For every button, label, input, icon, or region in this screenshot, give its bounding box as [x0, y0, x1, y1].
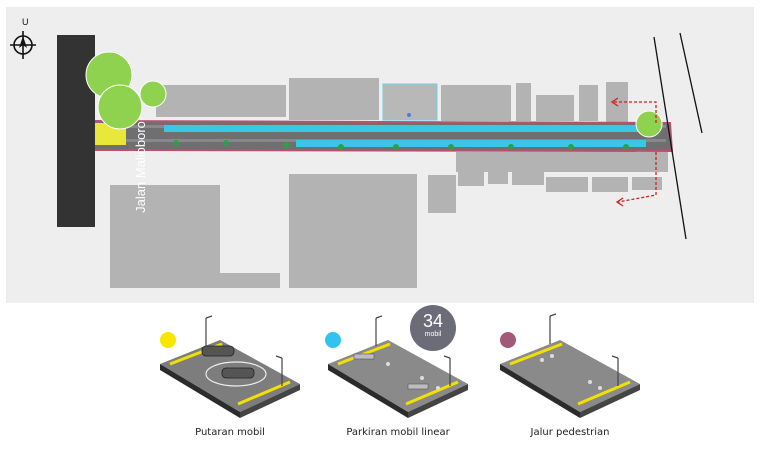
parking-count-badge: 34 mobil — [410, 305, 456, 351]
car-icon — [201, 345, 255, 379]
building — [512, 172, 544, 185]
boundary-line — [679, 32, 703, 134]
legend-item-turnaround: Putaran mobil — [150, 304, 310, 452]
pedestrian-icon — [386, 362, 440, 390]
legend-label: Parkiran mobil linear — [346, 427, 450, 438]
legend-dot-cyan — [325, 332, 341, 348]
tree-canopy — [139, 80, 167, 108]
building — [156, 85, 286, 117]
building — [536, 95, 574, 121]
building — [488, 172, 508, 184]
building — [441, 85, 511, 121]
legend-dot-mauve — [500, 332, 516, 348]
legend-item-linear-parking: Parkiran mobil linear — [318, 304, 478, 452]
site-plan-map: U Jalan Malioboro — [6, 7, 754, 303]
legend-dot-yellow — [160, 332, 176, 348]
marker-dot — [407, 113, 411, 117]
building — [428, 175, 456, 213]
building — [546, 177, 588, 192]
parking-strip-south — [296, 140, 646, 147]
badge-number: 34 — [422, 311, 444, 331]
building — [516, 83, 531, 121]
road-label: Jalan Malioboro — [133, 121, 148, 213]
building — [110, 185, 220, 288]
tree-canopy — [635, 110, 663, 138]
legend-item-pedestrian-path: Jalur pedestrian — [490, 304, 650, 452]
parking-strip-north — [164, 125, 639, 132]
badge-unit: mobil — [424, 331, 442, 338]
building — [632, 177, 662, 190]
north-compass-icon — [10, 31, 36, 59]
building — [289, 78, 379, 120]
legend-label: Jalur pedestrian — [530, 427, 610, 438]
pedestrian-icon — [540, 354, 602, 390]
bench-icon — [353, 353, 429, 390]
legend-label: Putaran mobil — [195, 427, 265, 438]
building — [592, 177, 628, 192]
building — [220, 273, 280, 288]
building — [456, 152, 668, 172]
boundary-line — [653, 36, 687, 240]
tree-canopy — [97, 84, 143, 130]
circulation-arrow-north — [614, 101, 657, 123]
building — [579, 85, 598, 121]
circulation-arrow-south — [617, 152, 657, 203]
site-plan-svg — [10, 31, 703, 288]
building — [289, 174, 417, 288]
compass-north-letter: U — [22, 17, 29, 27]
building — [458, 172, 484, 186]
